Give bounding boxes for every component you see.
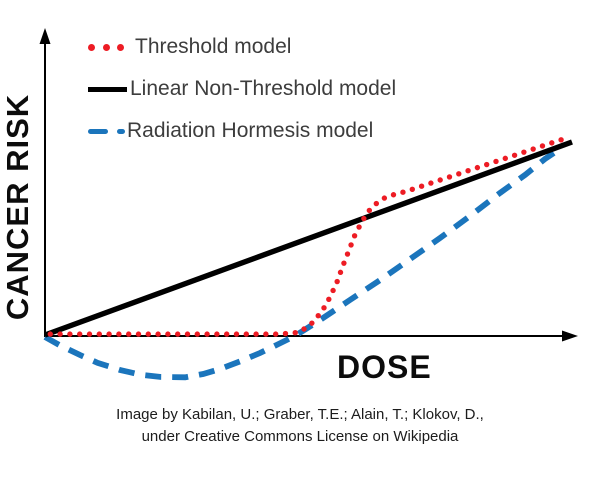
legend-item-hormesis: Radiation Hormesis model [88, 119, 373, 143]
caption-line-1: Image by Kabilan, U.; Graber, T.E.; Alai… [116, 406, 484, 423]
x-axis-arrow-icon [562, 330, 578, 342]
legend-label-threshold: Threshold model [135, 35, 292, 58]
blue-dashed-line-icon [88, 128, 125, 134]
lnt-series-line [44, 139, 573, 338]
red-dotted-line-icon [88, 43, 124, 51]
y-axis-arrow-icon [39, 28, 51, 44]
x-axis-title: DOSE [337, 349, 432, 385]
legend-label-lnt: Linear Non-Threshold model [130, 77, 397, 100]
black-solid-line-icon [88, 86, 127, 92]
threshold-series-line [47, 134, 573, 337]
legend-item-lnt: Linear Non-Threshold model [88, 77, 396, 101]
caption-line-2: under Creative Commons License on Wikipe… [141, 428, 459, 445]
attribution-caption: Image by Kabilan, U.; Graber, T.E.; Alai… [0, 404, 600, 448]
y-axis-title: CANCER RISK [0, 93, 35, 321]
legend-item-threshold: Threshold model [88, 35, 291, 59]
hormesis-series-line [43, 146, 562, 381]
legend-label-hormesis: Radiation Hormesis model [127, 119, 374, 142]
